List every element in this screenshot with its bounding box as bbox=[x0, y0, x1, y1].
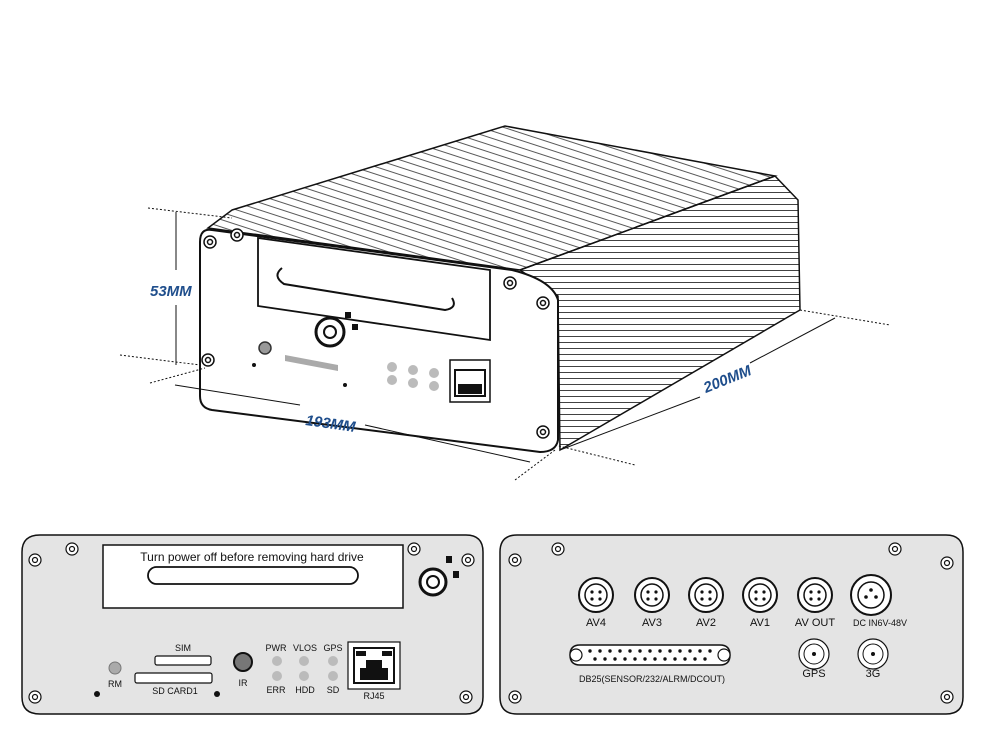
av4-label: AV4 bbox=[586, 617, 606, 629]
rm-label: RM bbox=[108, 679, 122, 689]
av-connector-icon bbox=[578, 574, 892, 616]
sd-slot bbox=[285, 355, 338, 371]
av2-label: AV2 bbox=[696, 617, 716, 629]
height-dimension: 53MM bbox=[150, 283, 192, 300]
led-indicators bbox=[272, 656, 338, 681]
rj45-label: RJ45 bbox=[363, 691, 384, 701]
dimension-lines bbox=[119, 207, 891, 481]
ir-label: IR bbox=[239, 678, 249, 688]
3g-antenna-icon bbox=[857, 638, 889, 670]
led-label-pwr: PWR bbox=[266, 643, 287, 653]
hdd-handle bbox=[276, 267, 455, 312]
key-lock-icon bbox=[418, 556, 459, 597]
db25-connector bbox=[569, 644, 731, 666]
sd-card-slot bbox=[134, 672, 213, 684]
3g-label: 3G bbox=[866, 668, 881, 680]
depth-dimension: 200MM bbox=[700, 362, 754, 397]
led-label-sd: SD bbox=[327, 685, 340, 695]
screw-icon bbox=[28, 542, 475, 704]
led-label-err: ERR bbox=[266, 685, 286, 695]
rj45-port bbox=[347, 641, 401, 690]
rear-panel-view: AV4 AV3 AV2 AV1 AV OUT DC IN6V-48V DB25(… bbox=[499, 534, 964, 715]
width-dimension: 193MM bbox=[304, 412, 356, 436]
rj45-port bbox=[449, 359, 491, 403]
dc-in-label: DC IN6V-48V bbox=[853, 618, 907, 628]
led-indicators bbox=[387, 362, 439, 391]
sim-label: SIM bbox=[175, 643, 191, 653]
key-lock-icon bbox=[314, 312, 358, 348]
rm-button bbox=[108, 661, 122, 675]
av-out-label: AV OUT bbox=[795, 617, 835, 629]
led-label-vlos: VLOS bbox=[293, 643, 317, 653]
sd-card-label: SD CARD1 bbox=[152, 686, 198, 696]
screw-icon bbox=[508, 542, 954, 704]
ir-sensor bbox=[233, 652, 253, 672]
gps-label: GPS bbox=[802, 668, 825, 680]
gps-antenna-icon bbox=[798, 638, 830, 670]
sim-slot bbox=[154, 655, 212, 666]
isometric-view: 53MM 193MM 200MM bbox=[119, 125, 891, 481]
av3-label: AV3 bbox=[642, 617, 662, 629]
hdd-bay bbox=[257, 236, 491, 342]
av1-label: AV1 bbox=[750, 617, 770, 629]
front-panel-view: Turn power off before removing hard driv… bbox=[21, 534, 484, 715]
rm-button bbox=[258, 341, 272, 355]
hdd-handle-slot bbox=[147, 566, 359, 585]
led-label-hdd: HDD bbox=[295, 685, 315, 695]
db25-label: DB25(SENSOR/232/ALRM/DCOUT) bbox=[579, 674, 725, 684]
led-label-gps: GPS bbox=[323, 643, 342, 653]
screw-icon bbox=[201, 228, 550, 439]
warning-text: Turn power off before removing hard driv… bbox=[140, 550, 364, 564]
